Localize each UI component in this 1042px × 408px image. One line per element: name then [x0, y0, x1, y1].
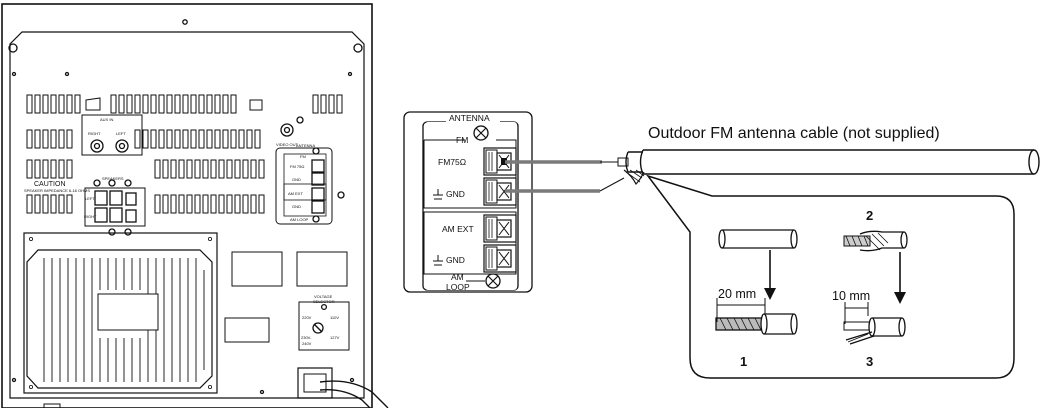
fm-group-outline — [423, 139, 517, 209]
step-3-length: 10 mm — [832, 289, 870, 303]
speaker-terminals — [84, 179, 146, 236]
caution-sub-label: SPEAKER IMPEDANCE 6-16 OHMS — [24, 188, 90, 193]
step-2-number: 2 — [866, 208, 873, 223]
am-group-outline — [423, 211, 517, 275]
fm-antenna-cable — [617, 149, 1040, 186]
small-amext-label: AM EXT — [288, 191, 303, 196]
step-3-cable — [843, 317, 906, 345]
step-1-length: 20 mm — [718, 287, 756, 301]
fm-screw — [473, 125, 489, 141]
voltage-selector — [298, 301, 350, 351]
screw-mid — [64, 71, 70, 77]
unit-rear-panel: AUX IN RIGHT LEFT VIDEO OUT SPEAKERS CAU… — [1, 3, 389, 408]
antenna-title: ANTENNA — [449, 113, 490, 123]
vent-row-3 — [26, 159, 265, 179]
ground-symbol-fm — [433, 189, 443, 200]
screw-right-mid — [347, 71, 353, 77]
screw-left-top — [8, 43, 18, 53]
speakers-label: SPEAKERS — [102, 176, 124, 181]
step-3-measure — [844, 302, 869, 324]
screw-bottom-mid — [259, 389, 265, 395]
am-ext-label: AM EXT — [442, 224, 474, 234]
gnd-label: GND — [446, 189, 465, 199]
bottom-foot — [43, 403, 61, 408]
antenna-panel — [403, 111, 533, 293]
antenna-title-mask — [446, 113, 500, 123]
am-loop-screw — [485, 273, 501, 289]
plate-2 — [296, 251, 348, 287]
small-fm75-label: FM 75Ω — [290, 164, 304, 169]
aux-in-label: AUX IN — [100, 117, 113, 122]
small-antenna-terminal — [275, 147, 345, 225]
lower-frame — [23, 232, 218, 394]
voltage-label-2: SELECTOR — [313, 299, 335, 304]
lower-frame-screws — [28, 236, 212, 389]
grille-label-plate — [97, 293, 159, 331]
aux-left-label: LEFT — [116, 131, 126, 136]
step-2-cable — [843, 230, 908, 252]
screw-top — [182, 19, 188, 25]
voltage-label-1: VOLTAGE — [314, 294, 333, 299]
step-1-arrow — [764, 250, 776, 300]
aux-in-jacks — [81, 114, 143, 156]
screw-bottom-left — [11, 377, 17, 383]
power-cord — [297, 367, 389, 408]
step-1-measure — [716, 298, 766, 322]
fm-label: FM — [456, 135, 468, 145]
small-gnd2-label: GND — [292, 204, 301, 209]
step-3-number: 3 — [866, 354, 873, 369]
connection-wires — [505, 160, 625, 193]
antenna-panel-background — [425, 122, 517, 290]
voltage-220: 220V — [302, 315, 312, 320]
step-2-arrow — [894, 252, 906, 304]
screw-left-mid — [11, 71, 17, 77]
vent-row-2 — [26, 129, 261, 149]
vent-row-4 — [26, 194, 265, 214]
grille-frame — [26, 249, 213, 389]
am-ext-terminal — [483, 214, 517, 243]
spk-right-label: RIGHT — [84, 214, 97, 219]
caution-label: CAUTION — [34, 181, 66, 188]
aux-right-label: RIGHT — [88, 131, 101, 136]
step-1-cable — [718, 229, 798, 249]
small-fm-label: FM — [300, 154, 306, 159]
vent-row-1 — [26, 94, 343, 114]
screw-bottom-right — [349, 377, 355, 383]
fm75-label: FM75Ω — [438, 157, 466, 167]
small-amloop-label: AM LOOP — [290, 217, 309, 222]
loop-label: LOOP — [446, 282, 470, 292]
video-out-label: VIDEO OUT — [276, 142, 299, 147]
voltage-110: 110V — [330, 315, 339, 320]
step-1-stripped — [715, 313, 798, 335]
detail-balloon — [646, 174, 1015, 379]
video-out-jack — [280, 123, 294, 137]
am-gnd-label: GND — [446, 255, 465, 265]
voltage-127: 127V — [330, 335, 340, 340]
ground-symbol-am — [433, 255, 443, 266]
small-gnd-label: GND — [292, 177, 301, 182]
spk-left-label: LEFT — [85, 196, 95, 201]
screw-right-top — [353, 43, 363, 53]
plate-3 — [224, 317, 270, 343]
unit-inner-panel — [9, 31, 365, 399]
am-label: AM — [451, 272, 464, 282]
am-gnd-terminal — [483, 244, 517, 273]
plate-1 — [231, 251, 283, 287]
cable-caption: Outdoor FM antenna cable (not supplied) — [648, 125, 940, 142]
step-1-number: 1 — [740, 354, 747, 369]
voltage-230: 230V- — [301, 335, 312, 340]
grille-slots — [43, 258, 205, 382]
voltage-240: 240V — [302, 341, 312, 346]
small-antenna-label: ANTENNA — [296, 143, 315, 148]
